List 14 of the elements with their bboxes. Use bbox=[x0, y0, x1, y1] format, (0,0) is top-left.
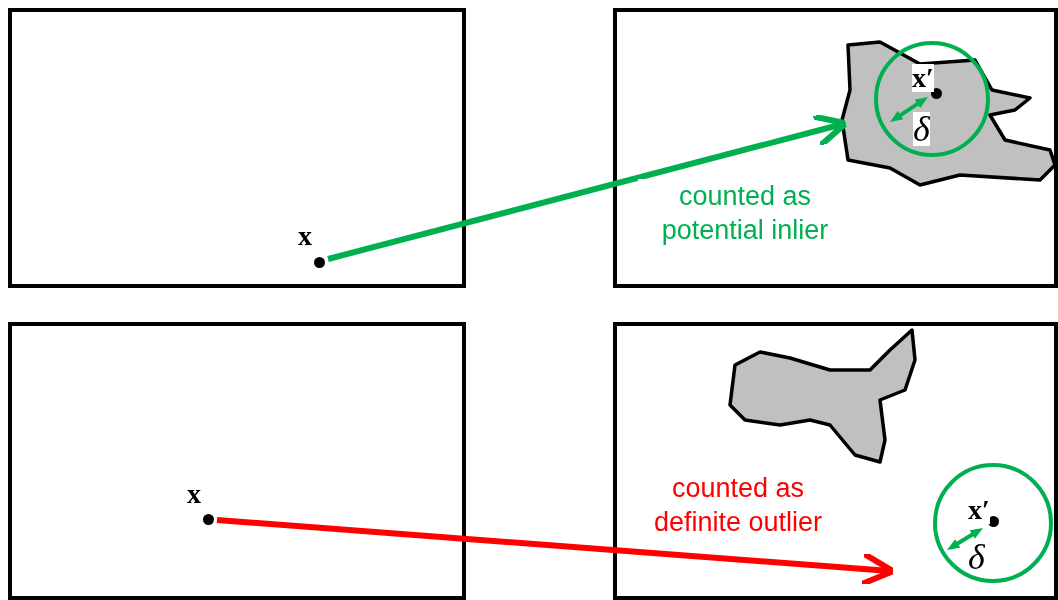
arrow bbox=[216, 517, 896, 587]
region-shape bbox=[840, 40, 1057, 187]
image-panel bbox=[613, 322, 1058, 600]
point-label: x bbox=[187, 480, 201, 508]
arrow bbox=[327, 113, 849, 262]
distance-symbol: δ bbox=[913, 112, 930, 146]
image-panel bbox=[8, 8, 466, 288]
point-label: x bbox=[298, 222, 312, 250]
region-shape bbox=[728, 328, 917, 464]
tolerance-circle bbox=[933, 463, 1053, 583]
point-label: x′ bbox=[912, 64, 934, 92]
image-panel bbox=[8, 322, 466, 600]
distance-symbol: δ bbox=[968, 540, 985, 574]
tolerance-circle bbox=[874, 41, 990, 157]
